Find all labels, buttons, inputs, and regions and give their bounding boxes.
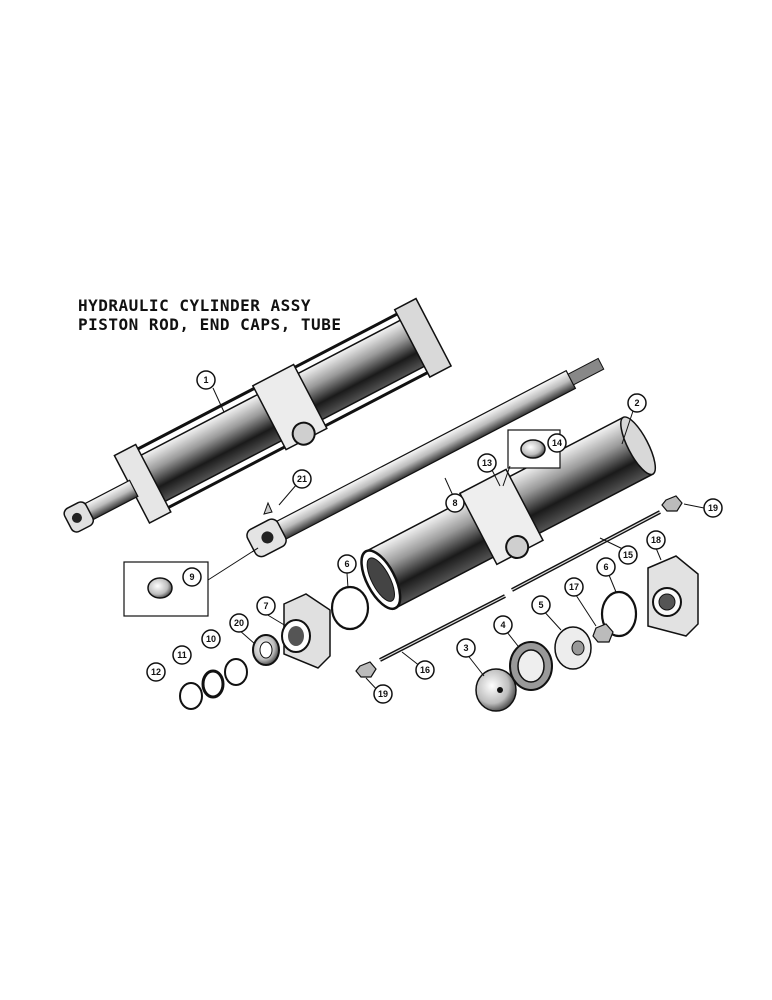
svg-text:19: 19 (708, 503, 718, 513)
svg-text:19: 19 (378, 689, 388, 699)
seal-ring-11 (201, 669, 225, 699)
svg-text:15: 15 (623, 550, 633, 560)
callout-16: 16 (415, 660, 435, 680)
tie-rod-short (379, 594, 506, 662)
svg-text:7: 7 (263, 601, 268, 611)
rear-end-cap (647, 555, 699, 637)
svg-text:1: 1 (203, 375, 208, 385)
assembled-cylinder (63, 297, 453, 533)
callout-10: 10 (201, 629, 221, 649)
svg-text:8: 8 (452, 498, 457, 508)
callout-6-right: 6 (596, 557, 616, 577)
svg-text:16: 16 (420, 665, 430, 675)
part-callouts: 1 2 3 4 5 6 6 7 8 9 10 11 12 13 14 15 16… (146, 370, 723, 704)
piston-disc (475, 668, 517, 712)
svg-text:9: 9 (189, 572, 194, 582)
diagram-title-line-2: PISTON ROD, END CAPS, TUBE (78, 315, 342, 334)
piston-rod (246, 357, 605, 558)
o-ring-right (600, 590, 638, 638)
callout-6-left: 6 (337, 554, 357, 574)
callout-4: 4 (493, 615, 513, 635)
svg-text:11: 11 (177, 650, 187, 660)
svg-text:17: 17 (569, 582, 579, 592)
callout-17: 17 (564, 577, 584, 597)
grease-fitting-icon (263, 501, 273, 515)
callout-19-upper: 19 (703, 498, 723, 518)
piston-nut (592, 623, 614, 643)
seal-ring-10 (224, 658, 248, 686)
o-ring-left (330, 585, 370, 631)
svg-text:12: 12 (151, 667, 161, 677)
svg-text:6: 6 (344, 559, 349, 569)
front-end-cap (281, 593, 331, 669)
svg-text:6: 6 (603, 562, 608, 572)
seal-ring-12 (179, 682, 203, 710)
callout-20: 20 (229, 613, 249, 633)
tie-rod-nut-lower (355, 661, 377, 678)
callout-7: 7 (256, 596, 276, 616)
callout-1: 1 (196, 370, 216, 390)
svg-text:13: 13 (482, 458, 492, 468)
callout-19-lower: 19 (373, 684, 393, 704)
svg-text:4: 4 (500, 620, 505, 630)
svg-text:21: 21 (297, 474, 307, 484)
tie-rod-nut-upper (661, 495, 683, 512)
callout-18: 18 (646, 530, 666, 550)
callout-14: 14 (547, 433, 567, 453)
svg-text:5: 5 (538, 600, 543, 610)
callout-3: 3 (456, 638, 476, 658)
callout-21: 21 (292, 469, 312, 489)
diagram-title-line-1: HYDRAULIC CYLINDER ASSY (78, 296, 312, 315)
svg-text:18: 18 (651, 535, 661, 545)
callout-15: 15 (618, 545, 638, 565)
svg-text:2: 2 (634, 398, 639, 408)
svg-text:3: 3 (463, 643, 468, 653)
callout-5: 5 (531, 595, 551, 615)
svg-text:20: 20 (234, 618, 244, 628)
cylinder-tube (360, 416, 657, 611)
callout-2: 2 (627, 393, 647, 413)
callout-11: 11 (172, 645, 192, 665)
callout-12: 12 (146, 662, 166, 682)
svg-text:10: 10 (206, 634, 216, 644)
callout-9: 9 (182, 567, 202, 587)
callout-13: 13 (477, 453, 497, 473)
tie-rod-long (511, 510, 661, 592)
svg-text:14: 14 (552, 438, 562, 448)
callout-8: 8 (445, 493, 465, 513)
inset-box-bushing (502, 429, 561, 487)
